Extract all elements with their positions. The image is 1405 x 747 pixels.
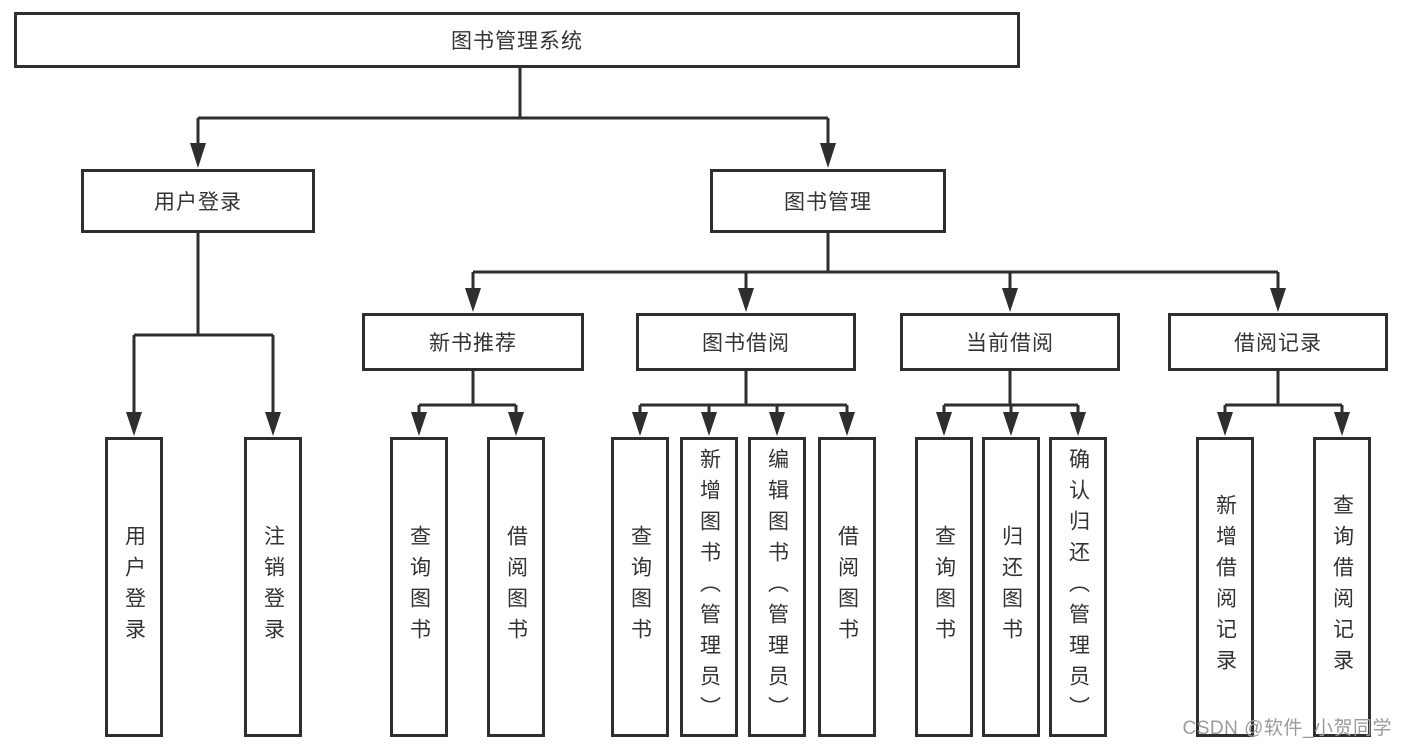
- arrow-down-icon: [839, 412, 855, 436]
- watermark: CSDN @软件_小贺同学: [1182, 718, 1392, 739]
- leaf-borrow-borrow-book: 借阅图书: [818, 437, 876, 737]
- leaf-recommend-query-book-label: 查询图书: [407, 525, 431, 649]
- arrow-down-icon: [1217, 412, 1233, 436]
- node-borrow-record: 借阅记录: [1168, 313, 1388, 371]
- arrow-down-icon: [126, 412, 142, 436]
- arrow-down-icon: [936, 412, 952, 436]
- leaf-borrow-borrow-book-label: 借阅图书: [835, 525, 859, 649]
- arrow-down-icon: [1002, 288, 1018, 312]
- node-book-borrow-label: 图书借阅: [702, 332, 790, 355]
- arrowhead-icons: [126, 143, 1350, 436]
- leaf-recommend-borrow-book-label: 借阅图书: [504, 525, 528, 649]
- leaf-record-add: 新增借阅记录: [1196, 437, 1254, 737]
- arrow-down-icon: [465, 288, 481, 312]
- leaf-recommend-query-book: 查询图书: [390, 437, 448, 737]
- arrow-down-icon: [411, 412, 427, 436]
- leaf-record-add-label: 新增借阅记录: [1213, 494, 1237, 680]
- connector-book-management-to-level3: [471, 233, 1280, 295]
- connector-borrow-to-leaves: [638, 371, 849, 416]
- node-book-management: 图书管理: [710, 169, 946, 233]
- arrow-down-icon: [738, 288, 754, 312]
- node-root: 图书管理系统: [14, 12, 1020, 68]
- leaf-logout-label: 注销登录: [261, 525, 285, 649]
- leaf-record-query-label: 查询借阅记录: [1330, 494, 1354, 680]
- leaf-record-query: 查询借阅记录: [1313, 437, 1371, 737]
- leaf-current-query-book-label: 查询图书: [932, 525, 956, 649]
- node-user-login: 用户登录: [81, 169, 315, 233]
- node-book-management-label: 图书管理: [784, 191, 872, 214]
- leaf-current-confirm-return: 确认归还（管理员）: [1049, 437, 1107, 737]
- leaf-borrow-edit-book-label: 编辑图书（管理员）: [765, 447, 789, 727]
- leaf-logout: 注销登录: [244, 437, 302, 737]
- leaf-current-return-book-label: 归还图书: [999, 525, 1023, 649]
- arrow-down-icon: [820, 143, 836, 168]
- arrow-down-icon: [265, 412, 281, 436]
- arrow-down-icon: [769, 412, 785, 436]
- node-current-borrow: 当前借阅: [900, 313, 1120, 371]
- leaf-user-login: 用户登录: [105, 437, 163, 737]
- leaf-borrow-edit-book: 编辑图书（管理员）: [748, 437, 806, 737]
- leaf-borrow-query-book: 查询图书: [611, 437, 669, 737]
- arrow-down-icon: [508, 412, 524, 436]
- leaf-current-query-book: 查询图书: [915, 437, 973, 737]
- node-current-borrow-label: 当前借阅: [966, 332, 1054, 355]
- connector-user-login-to-leaves: [132, 233, 275, 416]
- node-new-book-recommend: 新书推荐: [362, 313, 584, 371]
- connector-recommend-to-leaves: [417, 371, 518, 416]
- connector-root-to-level2: [196, 68, 830, 150]
- node-borrow-record-label: 借阅记录: [1234, 332, 1322, 355]
- leaf-current-return-book: 归还图书: [982, 437, 1040, 737]
- node-user-login-label: 用户登录: [154, 191, 242, 214]
- arrow-down-icon: [190, 143, 206, 168]
- arrow-down-icon: [1270, 288, 1286, 312]
- node-new-book-recommend-label: 新书推荐: [429, 332, 517, 355]
- arrow-down-icon: [632, 412, 648, 436]
- connector-current-to-leaves: [942, 371, 1080, 416]
- arrow-down-icon: [1070, 412, 1086, 436]
- leaf-borrow-add-book-label: 新增图书（管理员）: [697, 447, 721, 727]
- arrow-down-icon: [701, 412, 717, 436]
- node-root-label: 图书管理系统: [451, 30, 583, 53]
- leaf-borrow-query-book-label: 查询图书: [628, 525, 652, 649]
- leaf-current-confirm-return-label: 确认归还（管理员）: [1066, 447, 1090, 727]
- arrow-down-icon: [1003, 412, 1019, 436]
- leaf-recommend-borrow-book: 借阅图书: [487, 437, 545, 737]
- connector-record-to-leaves: [1223, 371, 1344, 416]
- arrow-down-icon: [1334, 412, 1350, 436]
- node-book-borrow: 图书借阅: [636, 313, 856, 371]
- leaf-user-login-label: 用户登录: [122, 525, 146, 649]
- leaf-borrow-add-book: 新增图书（管理员）: [680, 437, 738, 737]
